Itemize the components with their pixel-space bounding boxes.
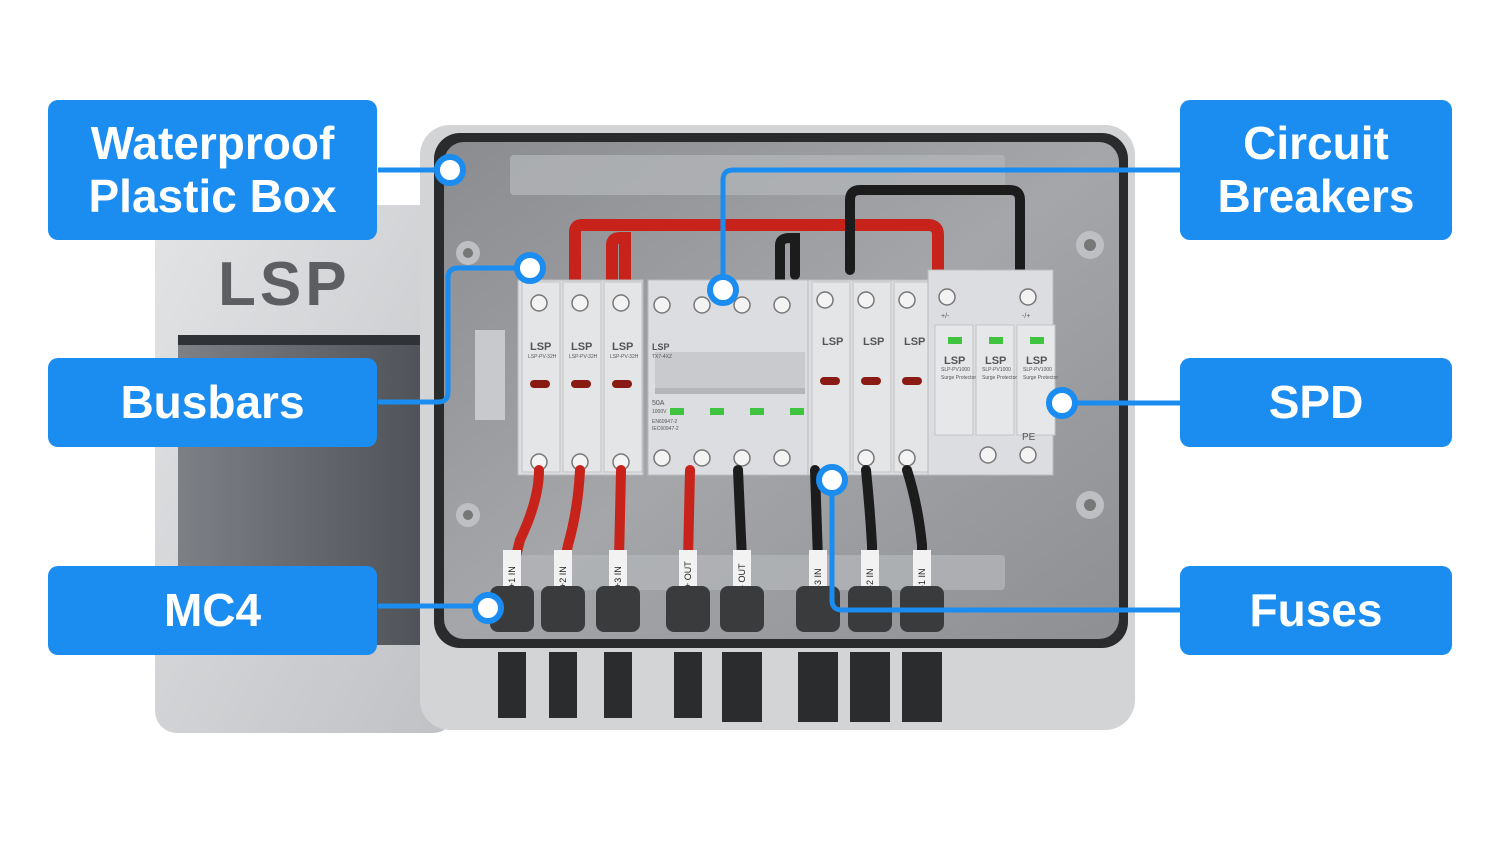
- callout-circuit-breakers-label: Circuit Breakers: [1217, 117, 1415, 222]
- mc4-connector: [798, 652, 838, 722]
- cable-tag: [609, 550, 627, 592]
- spd-desc-1: Surge Protector: [941, 375, 976, 381]
- fuse-indicators: [530, 377, 922, 388]
- fuse-brand-3: LSP: [612, 341, 633, 353]
- fuse-model-2: LSP-PV-32H: [569, 354, 598, 360]
- cable-gland: [596, 586, 640, 632]
- mc4-glands: +1 IN +2 IN +3 IN + OUT - OUT -3 IN -2 IN -1 IN: [490, 550, 944, 632]
- callout-busbars: Busbars: [48, 358, 377, 447]
- callout-fuses: Fuses: [1180, 566, 1452, 655]
- leader-fuses: [829, 480, 1180, 613]
- cable-tag-label: +1 IN: [507, 566, 517, 588]
- mc4-connector: [549, 652, 577, 718]
- cable-gland: [720, 586, 764, 632]
- spd-brand-2: LSP: [985, 355, 1006, 367]
- spd-model-2: SLP-PV1000: [982, 367, 1011, 373]
- callout-anchor-dots: [434, 154, 1078, 624]
- cable-tag: [554, 550, 572, 592]
- fuse-model-3: LSP-PV-32H: [610, 354, 639, 360]
- mc4-connector: [722, 652, 762, 722]
- cable-tag-label: +2 IN: [558, 566, 568, 588]
- callout-mc4-label: MC4: [163, 584, 262, 637]
- callout-busbars-label: Busbars: [120, 376, 305, 429]
- fuse-brand-2: LSP: [571, 341, 592, 353]
- callout-waterproof-plastic-box: Waterproof Plastic Box: [48, 100, 377, 240]
- mc4-connector: [902, 652, 942, 722]
- lid-brand-logo: LSP: [218, 250, 351, 319]
- cable-tag-label: -3 IN: [813, 568, 823, 588]
- mc4-connector: [850, 652, 890, 722]
- spd-brand-1: LSP: [944, 355, 965, 367]
- cable-tag-label: - OUT: [737, 563, 747, 588]
- callout-mc4: MC4: [48, 566, 377, 655]
- fuse-brand-4: LSP: [822, 336, 843, 348]
- callout-circuit-breakers: Circuit Breakers: [1180, 100, 1452, 240]
- mc4-connector: [604, 652, 632, 718]
- spd-terminal-pe: PE: [1022, 432, 1036, 443]
- spd-terminal-plus-minus: +/-: [941, 313, 950, 320]
- spd-desc-3: Surge Protector: [1023, 375, 1058, 381]
- cable-tag: [861, 550, 879, 592]
- cable-tag: [809, 550, 827, 592]
- cable-tag: [733, 550, 751, 592]
- breaker-brand: LSP: [652, 342, 670, 352]
- mc4-connectors-external: [498, 652, 942, 722]
- fuse-brand-6: LSP: [904, 336, 925, 348]
- spd-desc-2: Surge Protector: [982, 375, 1017, 381]
- fuse-holders-left: [517, 279, 644, 476]
- breaker-model: TX7-4XZ: [652, 354, 672, 360]
- cable-gland: [490, 586, 534, 632]
- cable-gland: [796, 586, 840, 632]
- leader-circuit-breakers: [720, 167, 1180, 290]
- cable-tag: [913, 550, 931, 592]
- terminal-screws: [530, 288, 1037, 471]
- cable-tag-label: -1 IN: [917, 568, 927, 588]
- top-busbar-cables: [569, 185, 1025, 290]
- leader-busbars: [378, 265, 530, 405]
- callout-spd-label: SPD: [1268, 376, 1364, 429]
- spd-model-1: SLP-PV1000: [941, 367, 970, 373]
- fuse-model-1: LSP-PV-32H: [528, 354, 557, 360]
- cable-gland: [666, 586, 710, 632]
- callout-waterproof-plastic-box-label: Waterproof Plastic Box: [88, 117, 337, 222]
- mc4-connector: [498, 652, 526, 718]
- cable-tag-label: + OUT: [683, 561, 693, 588]
- spd-brand-3: LSP: [1026, 355, 1047, 367]
- mc4-connector: [674, 652, 702, 718]
- cable-tag-label: -2 IN: [865, 568, 875, 588]
- callout-spd: SPD: [1180, 358, 1452, 447]
- cable-tag-label: +3 IN: [613, 566, 623, 588]
- callout-fuses-label: Fuses: [1249, 584, 1383, 637]
- cable-tag: [679, 550, 697, 592]
- spd-model-3: SLP-PV1000: [1023, 367, 1052, 373]
- breaker-current: 50A: [652, 400, 665, 407]
- string-cables: [510, 465, 927, 565]
- cable-tag: [503, 550, 521, 592]
- fuse-holders-right: [807, 279, 934, 476]
- breaker-standard-2: IEC60947-2: [652, 426, 679, 432]
- fuse-brand-1: LSP: [530, 341, 551, 353]
- cable-gland: [541, 586, 585, 632]
- breaker-standard-1: EN60947-2: [652, 419, 678, 425]
- spd-terminal-minus-plus: -/+: [1022, 313, 1030, 320]
- fuse-brand-5: LSP: [863, 336, 884, 348]
- breaker-voltage: 1000V: [652, 409, 667, 415]
